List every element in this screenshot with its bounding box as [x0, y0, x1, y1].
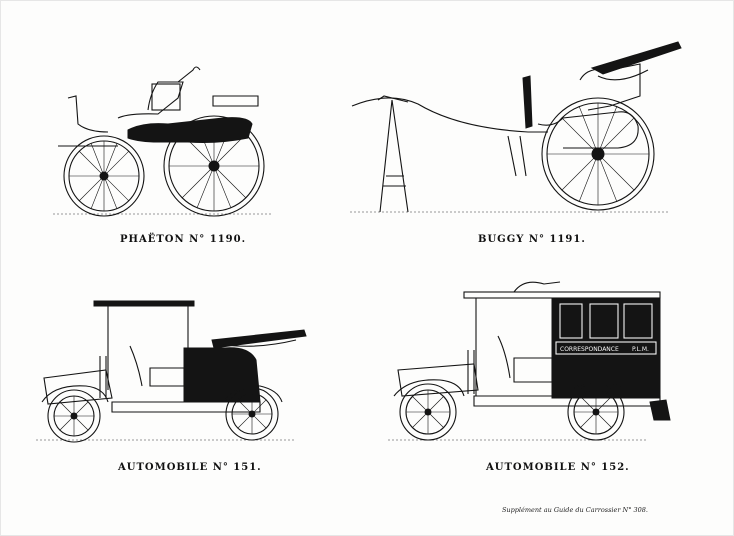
buggy-illustration [348, 36, 683, 220]
automobile-151-number: N° 151. [212, 462, 262, 473]
buggy-label: BUGGY [478, 234, 525, 245]
bus-sign-right: P.L.M. [632, 346, 649, 353]
phaeton-illustration [48, 58, 278, 220]
buggy-caption: BUGGY N° 1191. [478, 234, 586, 245]
automobile-152-label: AUTOMOBILE [486, 462, 577, 473]
supplement-footer: Supplément au Guide du Carrossier N° 308… [501, 506, 648, 514]
buggy-number: N° 1191. [528, 234, 586, 245]
automobile-152-number: N° 152. [580, 462, 630, 473]
bus-sign-left: CORRESPONDANCE [560, 346, 619, 353]
automobile-151-caption: AUTOMOBILE N° 151. [118, 462, 262, 473]
phaeton-number: N° 1190. [189, 234, 247, 245]
phaeton-caption: PHAËTON N° 1190. [120, 234, 246, 245]
phaeton-label: PHAËTON [120, 234, 185, 245]
automobile-152-caption: AUTOMOBILE N° 152. [486, 462, 630, 473]
automobile-151-illustration [34, 298, 310, 446]
automobile-152-illustration: CORRESPONDANCE P.L.M. [384, 278, 676, 446]
automobile-151-label: AUTOMOBILE [118, 462, 209, 473]
